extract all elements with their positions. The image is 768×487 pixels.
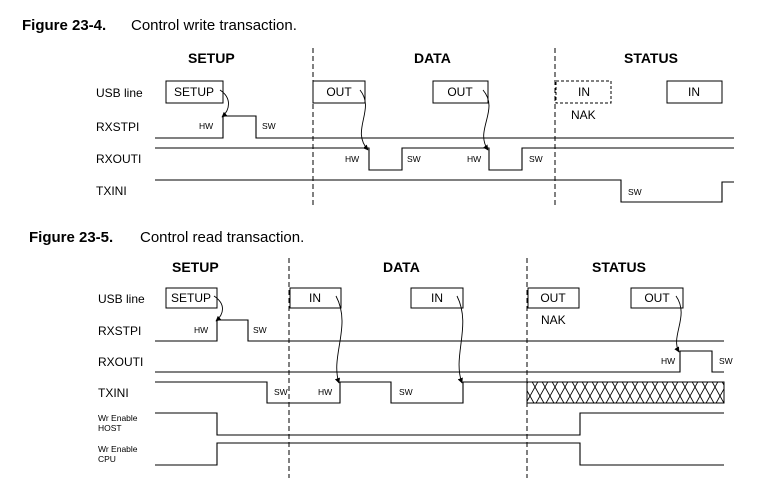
nak-label: NAK: [541, 313, 566, 327]
waveform-rxstpi: [155, 319, 724, 342]
waveform-rxouti: [155, 147, 734, 171]
signal-label-wr-enable-cpu: CPU: [98, 454, 116, 464]
packet-out: [432, 80, 489, 104]
packet-label: IN: [688, 85, 700, 99]
packet-label: OUT: [644, 291, 670, 305]
sw-tag: SW: [719, 356, 733, 366]
packet-label: IN: [309, 291, 321, 305]
signal-label-usb-line: USB line: [98, 292, 145, 306]
sw-tag: SW: [399, 387, 413, 397]
phase-setup-label: SETUP: [188, 50, 235, 66]
hw-tag: HW: [199, 121, 213, 131]
figure-number: Figure 23-4.: [22, 17, 106, 34]
phase-data-label: DATA: [414, 50, 451, 66]
signal-label-txini: TXINI: [96, 184, 127, 198]
sw-tag: SW: [274, 387, 288, 397]
hw-tag: HW: [345, 154, 359, 164]
sw-tag: SW: [407, 154, 421, 164]
hw-tag: HW: [318, 387, 332, 397]
waveform-txini: [155, 179, 734, 203]
packet-label: IN: [431, 291, 443, 305]
signal-label-wr-enable-host: HOST: [98, 423, 122, 433]
packet-label: SETUP: [171, 291, 211, 305]
signal-label-wr-enable-cpu: Wr Enable: [98, 444, 138, 454]
nak-label: NAK: [571, 108, 596, 122]
signal-label-wr-enable-host: Wr Enable: [98, 413, 138, 423]
packet-label: SETUP: [174, 85, 214, 99]
hw-trigger-arrow: [334, 295, 343, 384]
hw-trigger-arrow: [359, 89, 369, 151]
packet-in: [666, 80, 723, 104]
packet-out-nak: [527, 287, 580, 309]
packet-in: [289, 287, 342, 309]
signal-label-rxstpi: RXSTPI: [98, 324, 141, 338]
sw-tag: SW: [262, 121, 276, 131]
hw-trigger-arrow: [674, 295, 682, 353]
signal-label-rxouti: RXOUTI: [98, 355, 143, 369]
waveform-wr-enable-host: [155, 412, 724, 436]
txini-undefined-region: [526, 381, 725, 404]
hw-trigger-arrow: [456, 295, 464, 384]
phase-status-label: STATUS: [592, 259, 646, 275]
hw-trigger-arrow: [213, 295, 223, 322]
signal-label-txini: TXINI: [98, 386, 129, 400]
figure-caption: Control write transaction.: [131, 17, 297, 34]
sw-tag: SW: [529, 154, 543, 164]
packet-label: OUT: [326, 85, 352, 99]
figure-caption: Control read transaction.: [140, 229, 304, 246]
signal-label-rxouti: RXOUTI: [96, 152, 141, 166]
sw-tag: SW: [253, 325, 267, 335]
phase-status-label: STATUS: [624, 50, 678, 66]
packet-label: OUT: [447, 85, 473, 99]
waveform-wr-enable-cpu: [155, 442, 724, 466]
packet-in-nak: [555, 80, 612, 104]
packet-label: OUT: [540, 291, 566, 305]
phase-setup-label: SETUP: [172, 259, 219, 275]
packet-out: [312, 80, 366, 104]
figure-control-read: Figure 23-5. Control read transaction. S…: [29, 229, 733, 478]
hw-tag: HW: [661, 356, 675, 366]
signal-label-rxstpi: RXSTPI: [96, 120, 139, 134]
figure-control-write: Figure 23-4. Control write transaction. …: [22, 17, 734, 206]
waveform-rxstpi: [155, 115, 734, 139]
packet-label: IN: [578, 85, 590, 99]
phase-data-label: DATA: [383, 259, 420, 275]
packet-out: [630, 287, 684, 309]
hw-tag: HW: [467, 154, 481, 164]
figure-number: Figure 23-5.: [29, 229, 113, 246]
packet-in: [410, 287, 464, 309]
waveform-rxouti: [155, 350, 724, 373]
hw-trigger-arrow: [482, 89, 490, 151]
waveform-txini: [155, 381, 527, 404]
hw-trigger-arrow: [219, 89, 229, 118]
sw-tag: SW: [628, 187, 642, 197]
signal-label-usb-line: USB line: [96, 86, 143, 100]
hw-tag: HW: [194, 325, 208, 335]
